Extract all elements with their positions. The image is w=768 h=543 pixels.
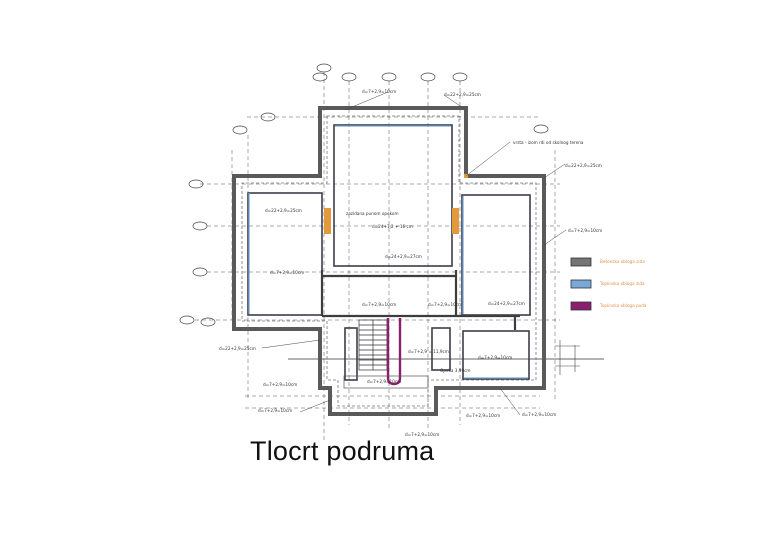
legend-swatch-wall-insulation: [570, 279, 592, 289]
annotation-6: zazidana punom opekom: [346, 211, 399, 216]
annotation-4: d=22+2,9=25cm: [565, 163, 602, 168]
annotation-20: d=7+2,9=10cm: [258, 408, 292, 413]
inner-outline: [241, 115, 537, 407]
annotation-3: vrsta - izom rdi od skolnog terena: [513, 140, 584, 145]
annotation-19: d=7+2,9=10cm: [263, 382, 297, 387]
annotation-5: d=22+2,9=25cm: [265, 208, 302, 213]
annotation-10: d=7+2,9=10cm: [270, 270, 304, 275]
annotation-1: d=7+2,9=10cm: [362, 89, 396, 94]
outer-walls: [232, 106, 546, 416]
annotation-23: d=7+2,9=10cm: [405, 432, 439, 437]
annotation-11: d=7+2,9=10cm: [362, 302, 396, 307]
drawing-title: Tlocrt podruma: [250, 436, 435, 466]
annotation-17: d=7+2,9=10cm: [367, 379, 401, 384]
annotation-18: Opeka 3,99cm: [440, 368, 470, 373]
annotation-16: d=7+2,9=10cm: [478, 355, 512, 360]
annotation-2: d=22+2,9=25cm: [444, 92, 481, 97]
annotation-7: d=24+1,2 + 16 cm: [372, 224, 413, 229]
annotation-21: d=7+2,9=10cm: [466, 413, 500, 418]
staircase: [358, 319, 388, 371]
legend-label-wall-insulation: Toplinska obloga zida: [599, 281, 645, 286]
annotation-22: d=7+2,9=10cm: [522, 412, 556, 417]
partition-walls: [320, 270, 520, 330]
stair-landing: [343, 375, 429, 389]
dimension-lines: [195, 72, 560, 440]
annotation-15: d=7+2,9 = 11,9cm: [408, 349, 449, 354]
legend-swatch-concrete: [570, 257, 592, 267]
annotation-13: d=24+2,9=27cm: [488, 301, 525, 306]
stair-rail: [386, 318, 402, 386]
annotation-8: d=7+2,9=10cm: [568, 228, 602, 233]
legend-label-concrete: Betonska obloga zida: [600, 259, 645, 264]
legend: Betonska obloga zida Toplinska obloga zi…: [570, 257, 647, 311]
annotations: d=7+2,9=10cm d=22+2,9=25cm vrsta - izom …: [219, 89, 602, 437]
axis-bubbles: [179, 63, 549, 327]
right-dim-ticks: [555, 340, 580, 375]
leader-lines: [261, 91, 567, 416]
annotation-9: d=24+2,9=27cm: [385, 254, 422, 259]
legend-label-floor-insulation: Toplinska obloga poda: [599, 303, 647, 308]
legend-swatch-floor-insulation: [570, 301, 592, 311]
annotation-12: d=7+2,9=10cm: [428, 302, 462, 307]
annotation-14: d=22+2,9=25cm: [219, 346, 256, 351]
